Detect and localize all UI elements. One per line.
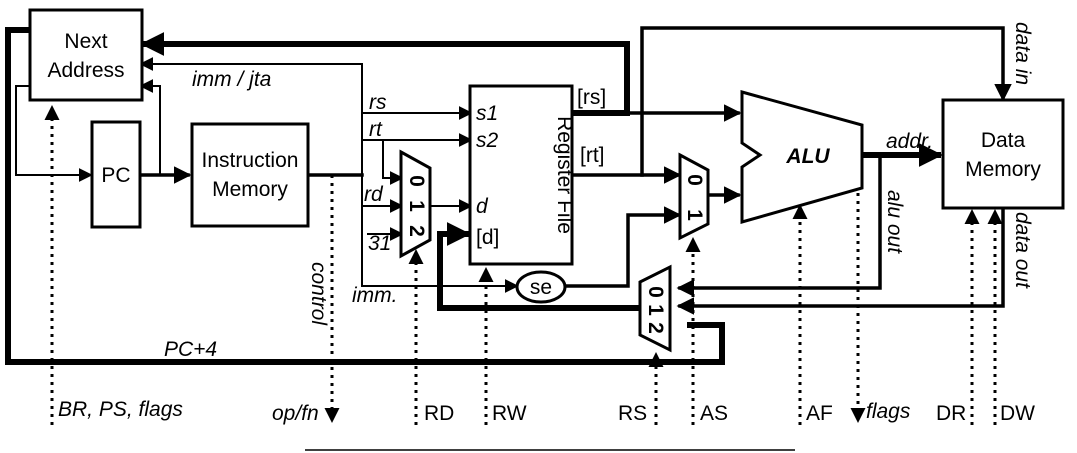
alu-block: ALU [740,90,864,224]
alu-out-label: alu out [883,190,906,254]
data-in-label: data in [1011,22,1034,85]
rd-mux-input-2: 2 [405,225,428,237]
control-label: control [307,262,330,326]
next-address-label-1: Next [64,30,107,53]
result-mux-input-0: 0 [644,286,667,298]
rs-label: rs [369,91,387,114]
wires [5,26,1012,365]
alu-mux: 0 1 [678,152,710,241]
se-to-alu-mux-wire [564,206,682,288]
control-lines [44,105,1003,425]
port-rs-out: [rs] [577,86,606,109]
flags-label: flags [866,400,911,423]
alu-mux-input-1: 1 [683,209,706,221]
next-address-label-2: Address [47,59,124,82]
imm-jta-label: imm / jta [192,68,271,91]
data-out-wire [676,206,1005,315]
rt-label: rt [369,118,383,141]
instruction-memory-block: Instruction Memory [190,122,310,228]
signal-labels: imm / jta rs rt rd 31 imm. control PC+4 … [164,22,1034,361]
sign-extend-label: se [530,276,552,299]
rs-control-label: RS [618,402,647,425]
register-file-block: Register File s1 s2 d [d] [468,84,576,266]
pc-plus-4-label: PC+4 [164,338,217,361]
af-control-label: AF [806,402,833,425]
next-address-block: Next Address [28,8,144,102]
port-d-data: [d] [476,226,499,249]
br-ps-flags-label: BR, PS, flags [58,398,183,421]
imm-jta-wire [139,57,363,176]
rd-label: rd [364,183,384,206]
rw-control-label: RW [492,402,527,425]
port-s1: s1 [476,102,498,125]
imm-label: imm. [352,284,398,307]
register-file-label: Register File [553,116,576,234]
control-labels: BR, PS, flags op/fn RD RW RS AS AF flags… [58,398,1035,425]
port-rt-out: [rt] [580,144,605,167]
rt-to-mux-wire [382,139,404,185]
data-in-wire [640,26,1012,177]
rd-mux-input-0: 0 [405,175,428,187]
as-control-label: AS [700,402,728,425]
const-31-label: 31 [368,232,391,255]
result-mux-input-2: 2 [644,322,667,334]
data-memory-block: Data Memory [941,98,1065,210]
result-mux: 0 1 2 [638,264,672,353]
result-to-regfile-wire [437,222,643,311]
dr-control-label: DR [936,402,966,425]
alu-mux-input-0: 0 [683,174,706,186]
port-d: d [476,195,489,218]
alu-label: ALU [785,145,830,168]
pc-to-next-address-wire [139,79,161,176]
data-memory-label-1: Data [981,129,1026,152]
op-fn-label: op/fn [272,402,319,425]
pc-label: PC [101,164,130,187]
port-s2: s2 [476,129,499,152]
pc-plus-4-bus [5,27,725,365]
data-memory-label-2: Memory [965,158,1041,181]
dw-control-label: DW [1000,402,1035,425]
pc-block: PC [90,120,142,229]
instruction-memory-label-2: Memory [212,178,288,201]
rd-control-label: RD [424,402,454,425]
rd-mux-input-1: 1 [405,200,428,212]
instruction-memory-label-1: Instruction [202,149,299,172]
alu-out-wire [676,153,882,297]
imm-to-se-wire [361,174,519,293]
addr-label: addr. [886,130,933,153]
result-mux-input-1: 1 [644,304,667,316]
data-out-label: data out [1011,212,1034,289]
sign-extend-block: se [515,270,567,304]
rd-mux: 0 1 2 [399,149,432,259]
